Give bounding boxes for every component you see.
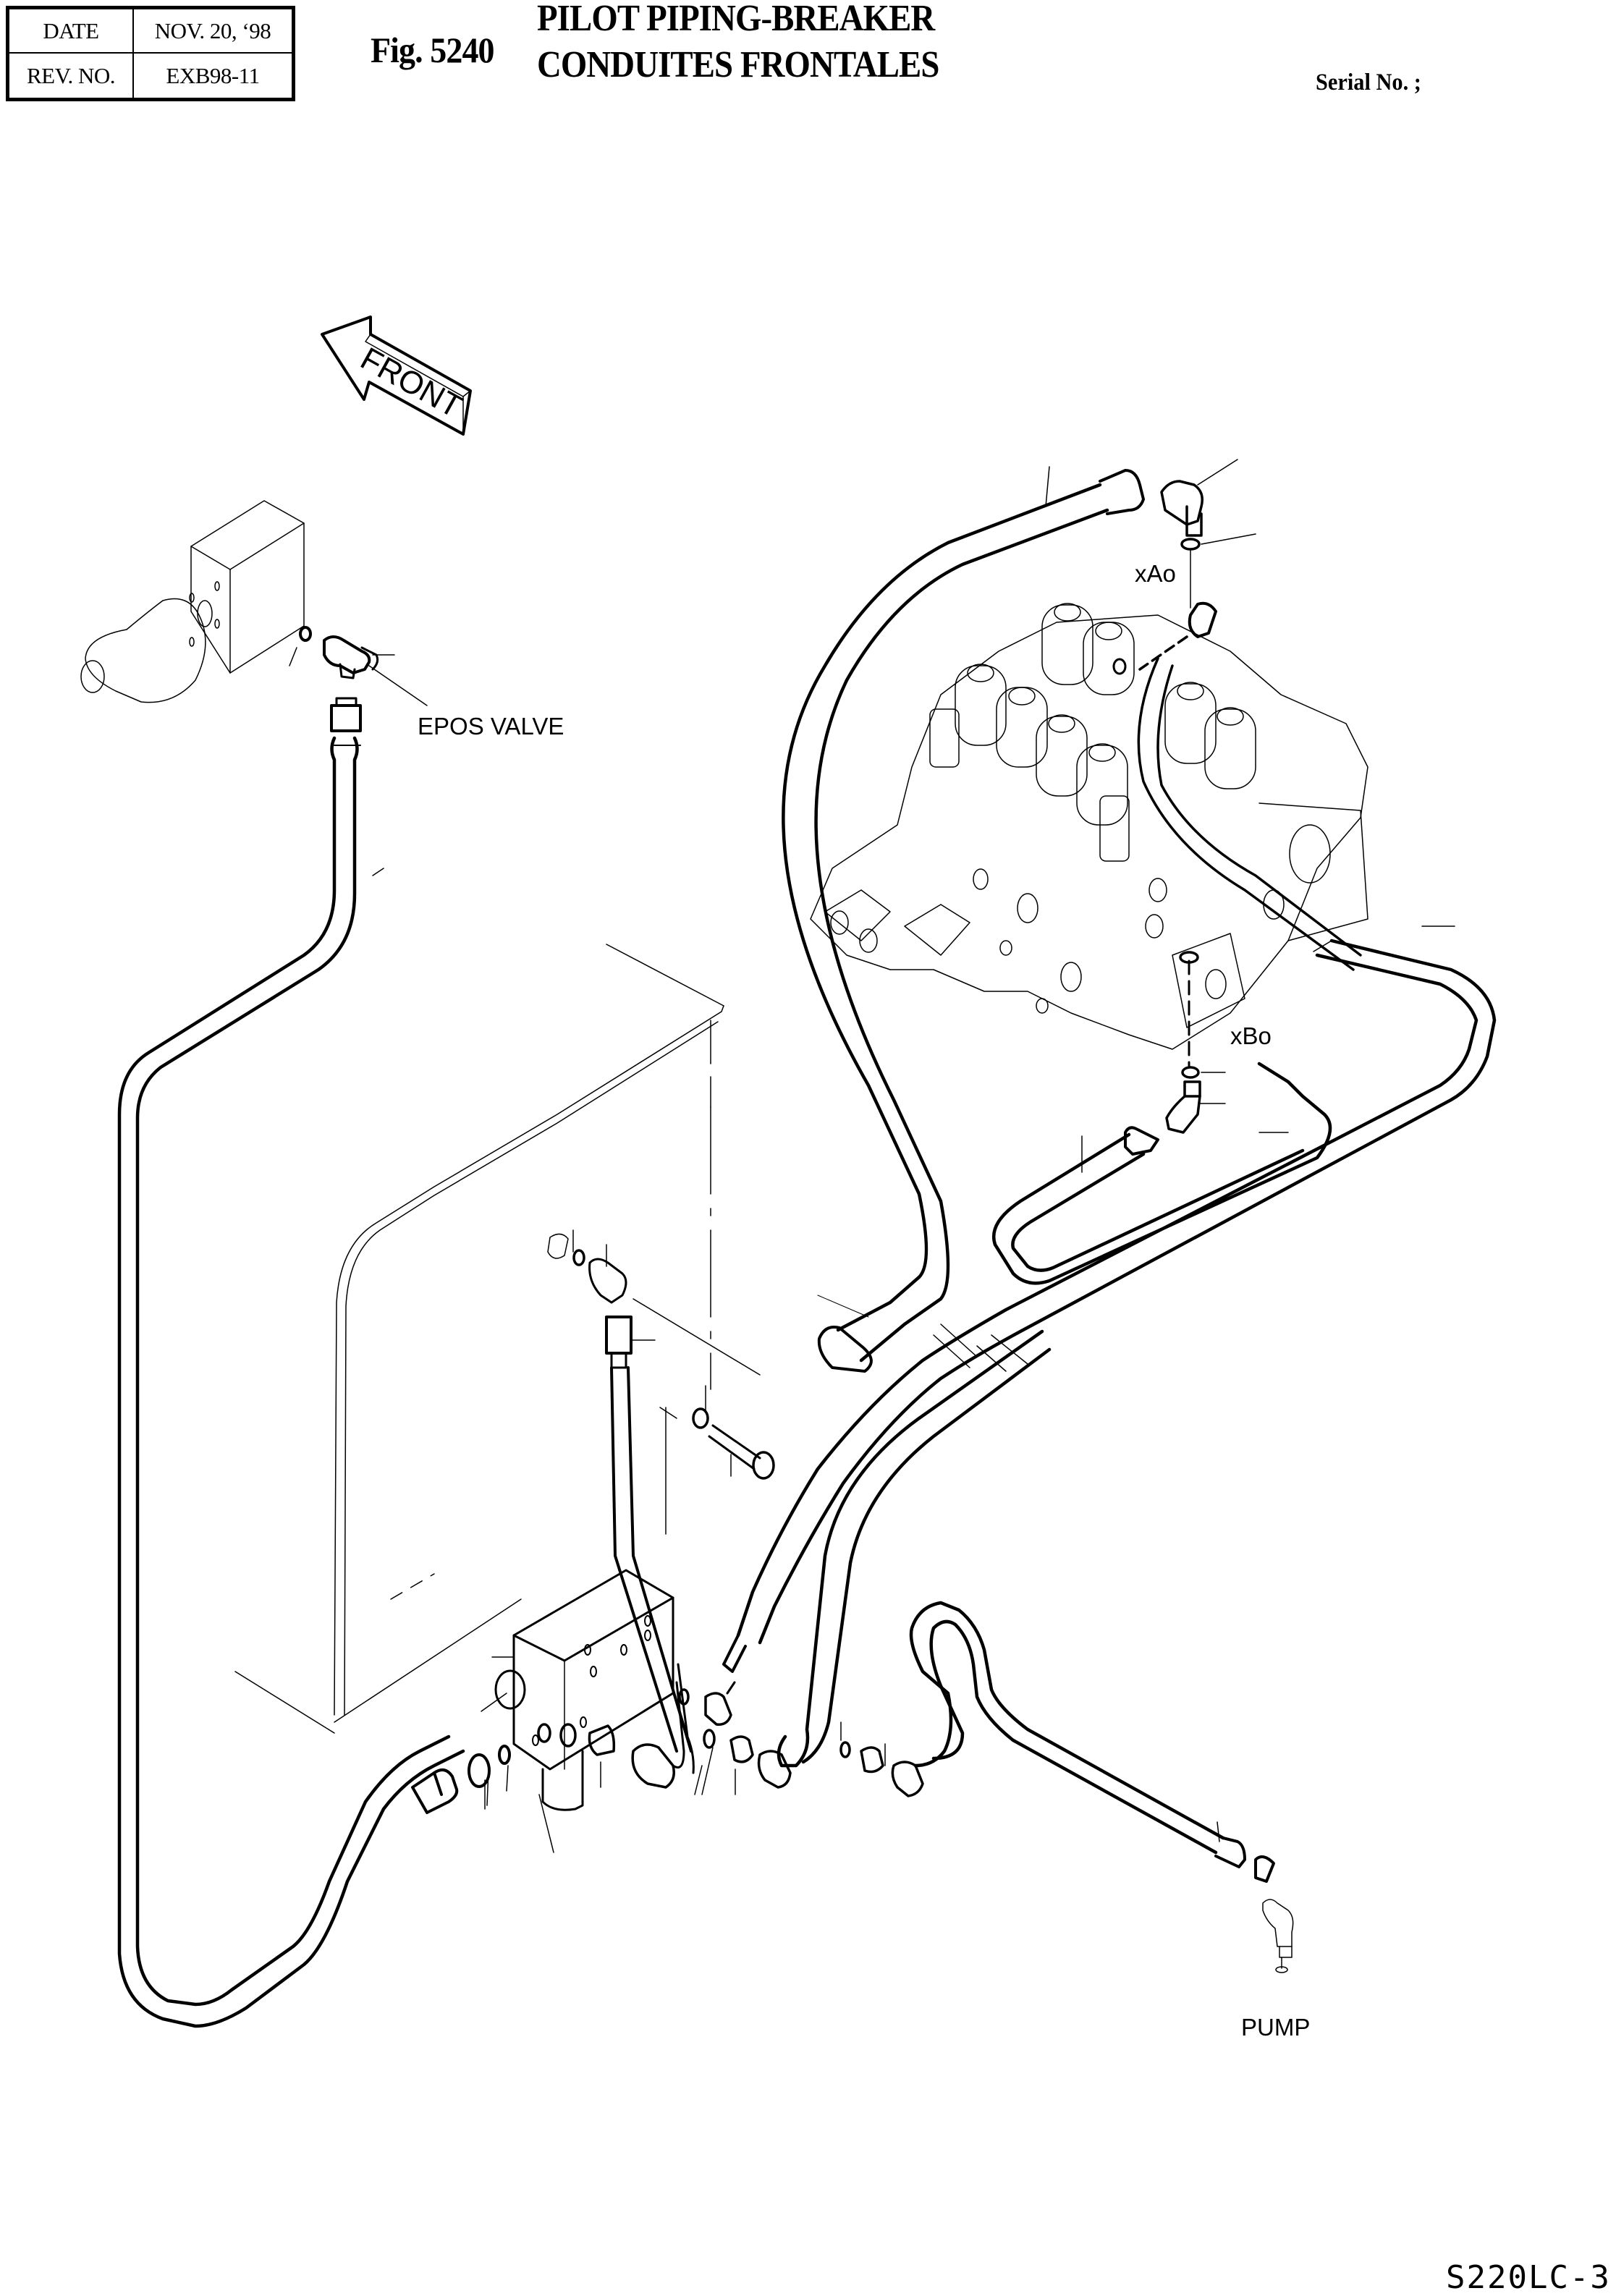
main-control-valve [810, 601, 1368, 1050]
washer-and-bolt [659, 1385, 775, 1535]
breaker-manifold-block [481, 1569, 674, 1853]
front-direction-arrow: FRONT [321, 315, 472, 436]
epos-valve-assembly [80, 500, 428, 706]
revision-table: DATE NOV. 20, ‘98 REV. NO. EXB98-11 [6, 6, 295, 101]
rev-no-value: EXB98-11 [166, 62, 260, 88]
date-value: NOV. 20, ‘98 [134, 9, 292, 54]
page-title-french: CONDUITES FRONTALES [537, 44, 939, 85]
pilot-hose-vertical[interactable] [605, 1316, 693, 1753]
date-label: DATE [9, 9, 134, 54]
pump-elbow-fitting [1262, 1899, 1294, 1973]
xao-elbow-fitting [1160, 459, 1256, 609]
epos-valve-label: EPOS VALVE [418, 713, 564, 740]
cab-frame-outline [234, 944, 724, 1734]
epos-o-ring [299, 626, 312, 642]
port-xao-label: xAo [1135, 560, 1176, 587]
pilot-hose-left-loop[interactable] [117, 697, 465, 2028]
pilot-hose-xbo-line[interactable] [722, 925, 1497, 1673]
page-title-english: PILOT PIPING-BREAKER [537, 0, 935, 39]
figure-number: Fig. 5240 [371, 30, 495, 70]
tee-fitting [547, 1229, 761, 1376]
pipe-break-mark [933, 1323, 978, 1368]
pilot-hose-pump-line[interactable] [777, 1329, 1275, 1883]
manifold-plug [494, 1669, 526, 1710]
rev-no-label: REV. NO. [9, 54, 134, 98]
manifold-fittings-row [484, 1663, 924, 1810]
serial-number-label: Serial No. ; [1316, 69, 1421, 96]
model-code: S220LC-3 [1446, 2259, 1611, 2296]
pilot-hose-upper-arc[interactable] [782, 466, 1145, 1373]
left-hose-end-fitting [411, 1745, 511, 1814]
leader-lines [1258, 940, 1332, 1133]
o-ring [498, 1745, 511, 1765]
xbo-port-fitting [1165, 951, 1226, 1134]
adapter-fitting [468, 1753, 491, 1788]
port-xbo-label: xBo [1230, 1022, 1272, 1049]
pump-label: PUMP [1241, 2014, 1311, 2041]
